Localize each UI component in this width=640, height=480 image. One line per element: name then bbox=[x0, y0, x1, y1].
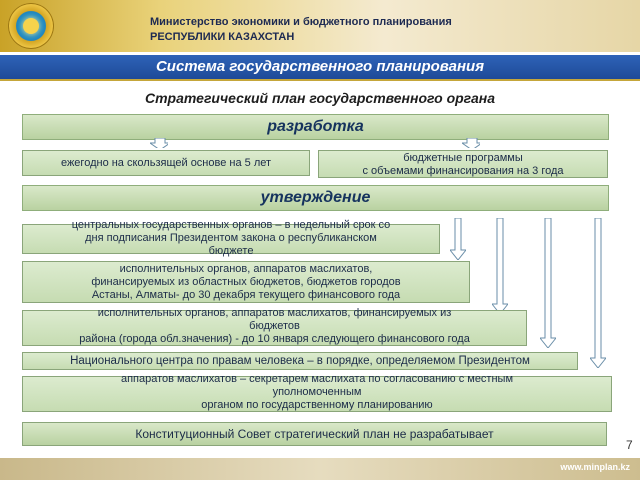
approval-district-line1: исполнительных органов, аппаратов маслих… bbox=[97, 307, 452, 319]
slide-title-banner: Система государственного планирования bbox=[0, 55, 640, 81]
footer-url: www.minplan.kz bbox=[560, 462, 630, 472]
approval-regional-line3: Астаны, Алматы- до 30 декабря текущего ф… bbox=[91, 289, 401, 301]
stage-development-bar: разработка bbox=[22, 114, 609, 140]
footer: www.minplan.kz bbox=[0, 458, 640, 480]
dev-box-right-line2: с объемами финансирования на 3 года bbox=[362, 165, 564, 177]
arrow-down-icon bbox=[450, 218, 466, 260]
slide-subtitle: Стратегический план государственного орг… bbox=[145, 90, 495, 106]
arrow-down-icon bbox=[492, 218, 508, 314]
dev-box-right-line1: бюджетные программы bbox=[403, 152, 523, 164]
dev-box-right: бюджетные программы с объемами финансиро… bbox=[318, 150, 608, 178]
approval-district-line3: района (города обл.значения) - до 10 янв… bbox=[79, 333, 470, 345]
sun-icon bbox=[23, 18, 39, 34]
approval-central-bodies: центральных государственных органов – в … bbox=[22, 219, 440, 257]
dev-box-left: ежегодно на скользящей основе на 5 лет bbox=[22, 150, 310, 176]
approval-maslikhat-line2: уполномоченным bbox=[272, 386, 362, 398]
approval-human-rights-text: Национального центра по правам человека … bbox=[70, 355, 530, 367]
ministry-name: Министерство экономики и бюджетного план… bbox=[150, 16, 452, 28]
approval-regional-line2: финансируемых из областных бюджетов, бюд… bbox=[91, 276, 401, 288]
approval-constitutional-council: Конституционный Совет стратегический пла… bbox=[22, 422, 607, 446]
approval-district-bodies: исполнительных органов, аппаратов маслих… bbox=[22, 307, 527, 346]
slide-title: Система государственного планирования bbox=[155, 58, 485, 75]
approval-central-line3: бюджете bbox=[208, 245, 254, 257]
approval-maslikhat-line3: органом по государственному планированию bbox=[201, 399, 433, 411]
approval-maslikhat-apparatus: аппаратов маслихатов – секретарем маслих… bbox=[22, 373, 612, 412]
approval-regional-bodies: исполнительных органов, аппаратов маслих… bbox=[22, 261, 470, 303]
approval-central-line2: дня подписания Президентом закона о респ… bbox=[85, 232, 377, 244]
stage-approval-label: утверждение bbox=[260, 189, 371, 206]
stage-approval-bar: утверждение bbox=[22, 185, 609, 211]
approval-human-rights-center: Национального центра по правам человека … bbox=[22, 352, 578, 370]
approval-district-line2: бюджетов bbox=[249, 320, 300, 332]
country-name: РЕСПУБЛИКИ КАЗАХСТАН bbox=[150, 31, 295, 43]
arrow-down-icon bbox=[540, 218, 556, 348]
arrow-down-icon bbox=[150, 138, 168, 148]
header: Министерство экономики и бюджетного план… bbox=[0, 0, 640, 52]
dev-box-left-text: ежегодно на скользящей основе на 5 лет bbox=[60, 157, 272, 169]
approval-regional-line1: исполнительных органов, аппаратов маслих… bbox=[119, 263, 373, 275]
arrow-down-icon bbox=[462, 138, 480, 148]
approval-constitutional-text: Конституционный Совет стратегический пла… bbox=[135, 427, 494, 441]
arrow-down-icon bbox=[590, 218, 606, 368]
stage-development-label: разработка bbox=[267, 118, 364, 135]
approval-maslikhat-line1: аппаратов маслихатов – секретарем маслих… bbox=[120, 373, 514, 385]
approval-central-line1: центральных государственных органов – в … bbox=[71, 219, 391, 231]
page-number: 7 bbox=[626, 438, 633, 452]
